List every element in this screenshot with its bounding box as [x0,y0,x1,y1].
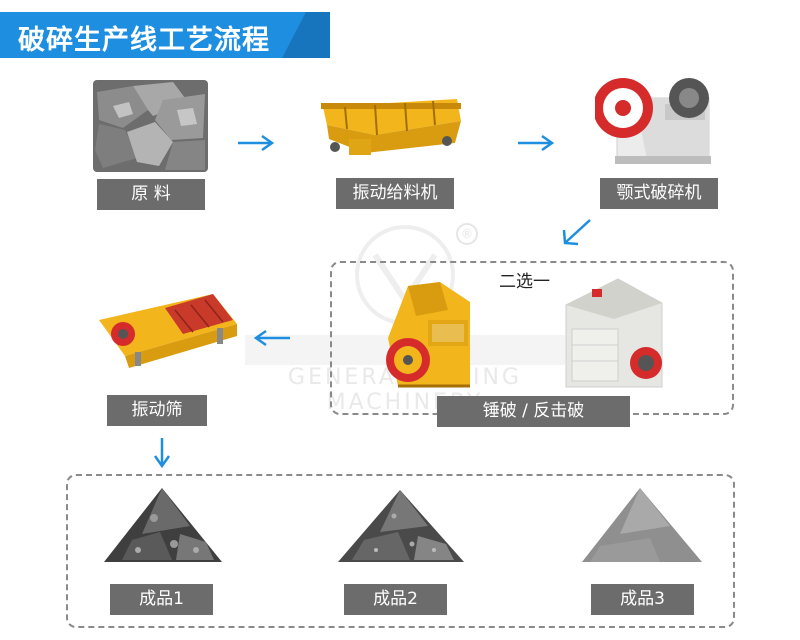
hammer-impact-crusher-label: 锤破 / 反击破 [437,396,630,427]
products-group [66,474,735,628]
jaw-crusher-label: 颚式破碎机 [600,178,718,209]
choice-note: 二选一 [497,267,552,292]
vibrating-feeder-image [315,95,465,165]
vibrating-screen-label: 振动筛 [107,395,207,426]
product-1-image [102,484,224,566]
arrow-right-icon [236,133,276,157]
title-banner: 破碎生产线工艺流程 [0,12,330,58]
vibrating-screen-image [95,290,240,370]
product-3-image [580,486,704,566]
arrow-down-icon [152,436,172,474]
jaw-crusher-image [595,68,717,168]
vibrating-feeder-label: 振动给料机 [336,178,454,209]
product-3-label: 成品3 [591,584,694,615]
raw-material-image [93,80,208,172]
product-2-image [336,486,466,566]
raw-material-label: 原 料 [97,179,205,210]
page-title: 破碎生产线工艺流程 [18,25,270,56]
product-1-label: 成品1 [110,584,213,615]
hammer-crusher-image [378,280,483,395]
registered-mark: ® [456,223,478,245]
arrow-left-icon [252,328,292,352]
arrow-down-left-icon [560,216,594,252]
impact-crusher-image [558,275,668,395]
product-2-label: 成品2 [344,584,447,615]
arrow-right-icon [516,133,556,157]
